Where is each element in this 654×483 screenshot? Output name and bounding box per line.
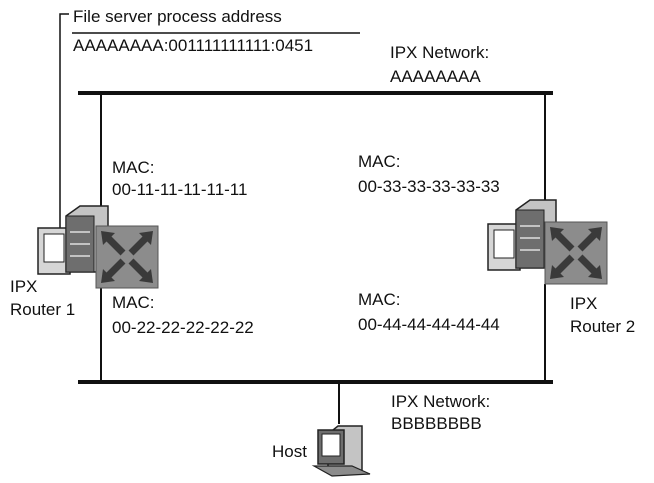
router1-mac-bottom-label: MAC:	[112, 293, 155, 312]
router-1-icon	[37, 205, 159, 289]
file-server-address: AAAAAAAA:001111111111:0451	[73, 36, 314, 55]
router1-name-line2: Router 1	[10, 300, 76, 319]
network-a-value: AAAAAAAA	[390, 67, 481, 86]
network-b-label: IPX Network:	[391, 392, 491, 411]
callout-title: File server process address	[73, 7, 282, 26]
router1-name-line1: IPX	[10, 277, 38, 296]
router2-mac-top-label: MAC:	[358, 152, 401, 171]
callout-bracket	[59, 13, 69, 242]
router-2-icon	[487, 199, 608, 285]
router2-mac-top-value: 00-33-33-33-33-33	[358, 177, 500, 196]
router2-mac-bottom-label: MAC:	[358, 290, 401, 309]
network-b-value: BBBBBBBB	[391, 414, 482, 433]
router1-mac-top-label: MAC:	[112, 158, 155, 177]
router2-mac-bottom-value: 00-44-44-44-44-44	[358, 315, 500, 334]
network-a-label: IPX Network:	[390, 43, 490, 62]
router1-mac-bottom-value: 00-22-22-22-22-22	[112, 318, 254, 337]
router1-mac-top-value: 00-11-11-11-11-11	[112, 180, 248, 199]
router2-name-line1: IPX	[570, 294, 598, 313]
host-label: Host	[272, 442, 307, 461]
router2-name-line2: Router 2	[570, 317, 636, 336]
host-computer-icon	[311, 425, 371, 477]
